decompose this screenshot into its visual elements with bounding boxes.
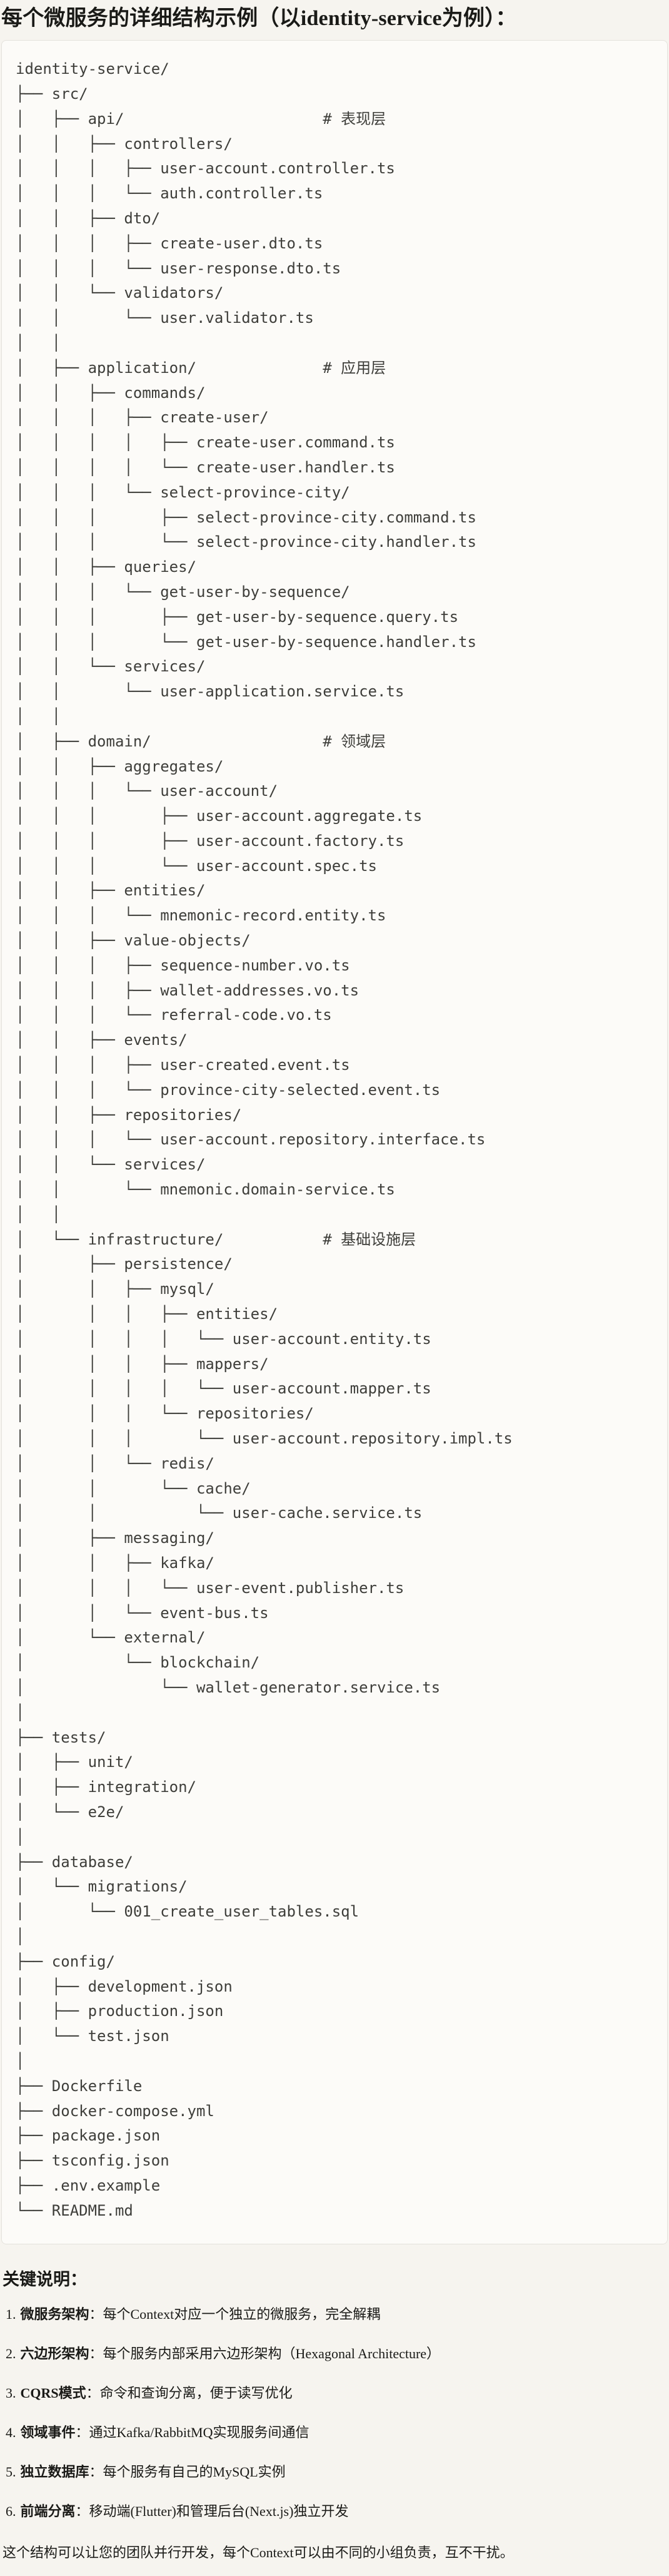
note-item-hexagonal: 2.六边形架构：每个服务内部采用六边形架构（Hexagonal Architec… [6,2344,666,2363]
note-item-microservice: 1.微服务架构：每个Context对应一个独立的微服务，完全解耦 [6,2305,666,2324]
notes-heading: 关键说明： [3,2269,87,2289]
section-title: 每个微服务的详细结构示例（以identity-service为例）： [1,7,517,30]
note-number: 5. [6,2463,16,2480]
note-item-cqrs: 3.CQRS模式：命令和查询分离，便于读写优化 [6,2384,666,2403]
note-number: 4. [6,2424,16,2440]
note-label: 领域事件 [20,2424,76,2440]
notes-list: 1.微服务架构：每个Context对应一个独立的微服务，完全解耦 2.六边形架构… [3,2305,666,2521]
note-separator: ： [75,2424,89,2440]
code-block: identity-service/ ├── src/ │ ├── api/ # … [1,40,668,2244]
directory-tree: identity-service/ ├── src/ │ ├── api/ # … [16,60,513,2219]
closing-paragraph: 这个结构可以让您的团队并行开发，每个Context可以由不同的小组负责，互不干扰… [3,2544,514,2560]
note-separator: ： [89,2345,103,2361]
note-text: 每个服务内部采用六边形架构（Hexagonal Architecture） [103,2345,441,2361]
note-text: 每个Context对应一个独立的微服务，完全解耦 [103,2306,381,2322]
note-item-database: 5.独立数据库：每个服务有自己的MySQL实例 [6,2463,666,2482]
note-label: 前端分离 [20,2503,76,2519]
note-item-frontend: 6.前端分离：移动端(Flutter)和管理后台(Next.js)独立开发 [6,2502,666,2521]
note-label: CQRS模式 [20,2385,86,2401]
note-label: 独立数据库 [20,2463,89,2480]
key-notes-section: 关键说明： 1.微服务架构：每个Context对应一个独立的微服务，完全解耦 2… [0,2266,669,2562]
note-separator: ： [86,2385,100,2401]
note-number: 2. [6,2345,16,2361]
note-text: 命令和查询分离，便于读写优化 [99,2385,293,2401]
note-text: 每个服务有自己的MySQL实例 [103,2463,286,2480]
note-number: 6. [6,2503,16,2519]
note-text: 通过Kafka/RabbitMQ实现服务间通信 [89,2424,309,2440]
note-label: 六边形架构 [20,2345,89,2361]
note-label: 微服务架构 [20,2306,89,2322]
note-separator: ： [89,2306,103,2322]
note-number: 1. [6,2306,16,2322]
note-number: 3. [6,2385,16,2401]
note-separator: ： [75,2503,89,2519]
note-item-domain-events: 4.领域事件：通过Kafka/RabbitMQ实现服务间通信 [6,2423,666,2442]
note-text: 移动端(Flutter)和管理后台(Next.js)独立开发 [89,2503,349,2519]
note-separator: ： [89,2463,103,2480]
